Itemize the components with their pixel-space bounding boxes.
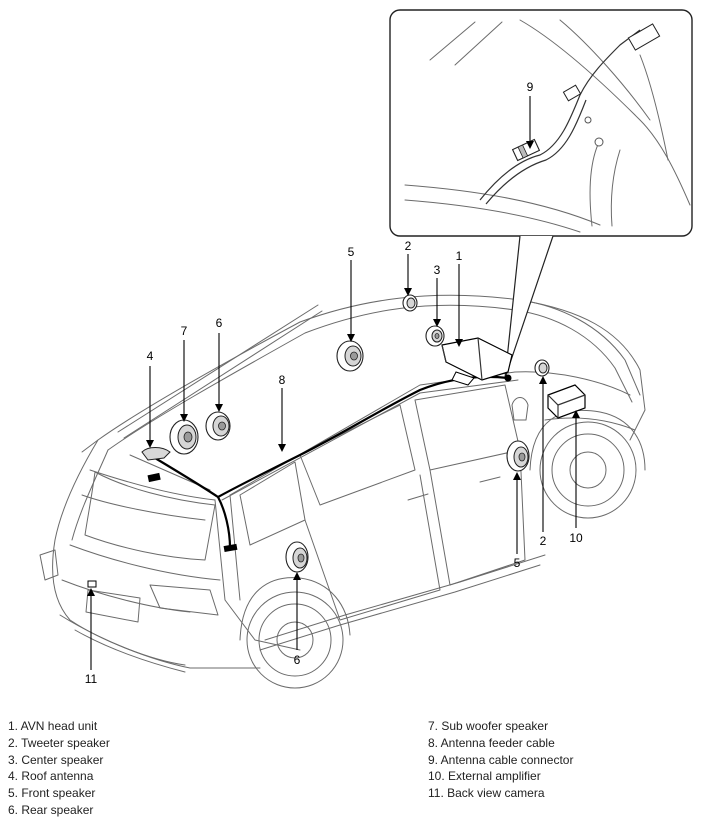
- tweeter-speaker-top: [402, 294, 418, 312]
- callout-7: 7: [181, 324, 188, 338]
- antenna-feeder-cable-drop: [217, 496, 232, 549]
- legend-item: 9. Antenna cable connector: [428, 752, 574, 767]
- external-amplifier: [547, 384, 586, 419]
- rear-speaker-door: [285, 541, 309, 573]
- leader-lines: [87, 254, 580, 670]
- legend-left-column: 1. AVN head unit 2. Tweeter speaker 3. C…: [8, 718, 110, 819]
- callout-9: 9: [527, 80, 534, 94]
- legend-item: 4. Roof antenna: [8, 769, 94, 784]
- front-speaker-roof: [336, 340, 364, 372]
- legend-item: 8. Antenna feeder cable: [428, 735, 555, 750]
- callout-2-top: 2: [405, 239, 412, 253]
- callout-4: 4: [147, 349, 154, 363]
- callout-6-bottom: 6: [294, 653, 301, 667]
- legend-item: 10. External amplifier: [428, 769, 541, 784]
- front-speaker-door: [506, 440, 530, 472]
- callout-3: 3: [434, 263, 441, 277]
- legend-item: 3. Center speaker: [8, 752, 104, 767]
- legend-item: 11. Back view camera: [428, 786, 545, 801]
- antenna-cable-junction: [504, 374, 512, 382]
- legend-right-column: 7. Sub woofer speaker 8. Antenna feeder …: [428, 718, 573, 802]
- legend-item: 6. Rear speaker: [8, 802, 94, 817]
- avn-head-unit: [441, 337, 513, 386]
- legend-item: 5. Front speaker: [8, 786, 96, 801]
- vehicle-audio-layout-drawing: 9 2 1 5 3 6 7 4 8 2 10 5 6 11: [39, 9, 693, 689]
- callout-11: 11: [85, 672, 98, 686]
- rear-speaker-roof: [205, 411, 231, 441]
- legend-item: 7. Sub woofer speaker: [428, 719, 549, 733]
- antenna-connector-detail-inset: [389, 9, 693, 237]
- roof-antenna: [141, 447, 171, 483]
- back-view-camera: [87, 580, 97, 588]
- callout-6-top: 6: [216, 316, 223, 330]
- center-speaker: [425, 325, 445, 347]
- legend-item: 1. AVN head unit: [8, 719, 98, 733]
- vehicle-outline: [39, 294, 646, 689]
- callout-10: 10: [569, 531, 583, 545]
- legend-item: 2. Tweeter speaker: [8, 735, 110, 750]
- callout-5-bottom: 5: [514, 556, 521, 570]
- tweeter-speaker-front: [534, 359, 550, 377]
- callout-5-top: 5: [348, 245, 355, 259]
- antenna-feeder-cable: [154, 375, 509, 499]
- callout-8: 8: [279, 373, 286, 387]
- callout-2-bottom: 2: [540, 534, 547, 548]
- sub-woofer-speaker: [169, 419, 199, 455]
- feeder-cable-end: [223, 543, 238, 552]
- callout-1: 1: [456, 249, 463, 263]
